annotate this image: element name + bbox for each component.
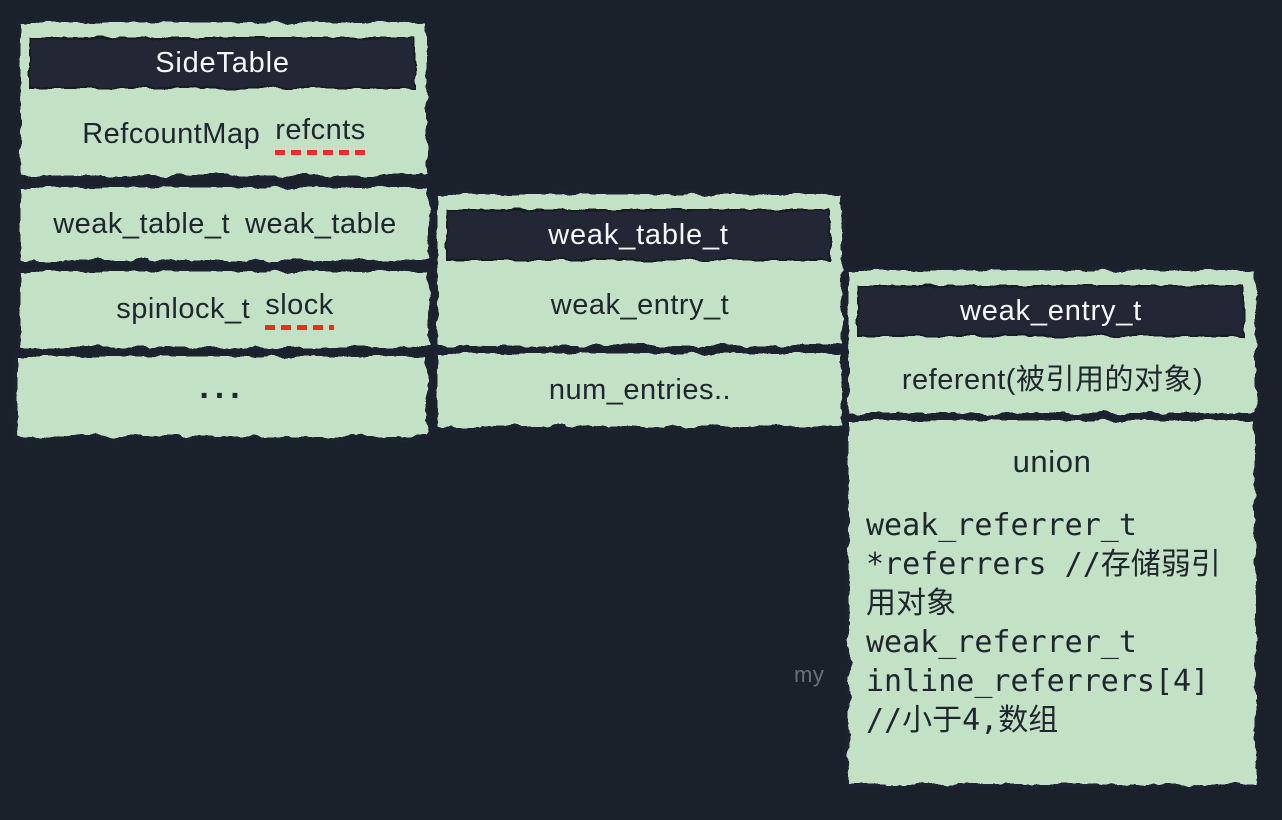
refcounts-row: RefcountMap refcnts xyxy=(24,92,424,176)
weak-table-box: weak_table_t weak_entry_t xyxy=(435,192,845,348)
weak-entry-row: weak_entry_t xyxy=(441,264,839,346)
num-entries-box: num_entries.. xyxy=(435,351,845,429)
ellipsis-label: ... xyxy=(199,368,246,406)
weak-entry-header: weak_entry_t xyxy=(857,285,1245,337)
sidetable-header: SideTable xyxy=(29,37,416,89)
union-box: union weak_referrer_t *referrers //存储弱引 … xyxy=(846,418,1258,787)
union-code: weak_referrer_t *referrers //存储弱引 用对象 we… xyxy=(866,508,1221,738)
spinlock-type-label: spinlock_t xyxy=(116,293,251,325)
sidetable-box: SideTable RefcountMap refcnts xyxy=(18,20,430,178)
num-entries-label: num_entries.. xyxy=(548,373,732,406)
referent-row: referent(被引用的对象) xyxy=(852,340,1253,414)
refcounts-field-label: refcnts xyxy=(275,113,366,155)
union-title: union xyxy=(1012,444,1092,479)
union-box-bg xyxy=(846,418,1258,787)
weak-entry-box: weak_entry_t referent(被引用的对象) xyxy=(846,268,1259,416)
spinlock-box-bg xyxy=(18,269,432,350)
weak-entry-title: weak_entry_t xyxy=(959,294,1143,327)
spinlock-box: spinlock_t slock xyxy=(18,269,432,350)
weak-table-header-bg xyxy=(446,209,831,261)
weak-entry-row-label: weak_entry_t xyxy=(550,288,730,321)
ellipsis-box-bg xyxy=(15,354,430,439)
weak-table-field-box-bg xyxy=(18,185,432,263)
num-entries-box-bg xyxy=(435,351,845,429)
refcounts-type-label: RefcountMap xyxy=(82,117,261,150)
num-entries-row: num_entries.. xyxy=(441,351,839,429)
weak-table-field-box: weak_table_t weak_table xyxy=(18,185,432,263)
ellipsis-box: ... xyxy=(15,354,430,439)
weak-table-field-row: weak_table_t weak_table xyxy=(24,185,426,263)
weak-entry-header-bg xyxy=(857,285,1245,337)
sidetable-header-bg xyxy=(29,37,416,89)
spinlock-field-label: slock xyxy=(265,289,334,330)
weak-table-type-label: weak_table_t xyxy=(53,207,231,240)
weak-table-title: weak_table_t xyxy=(548,218,729,251)
weak-table-header: weak_table_t xyxy=(446,209,831,261)
sidetable-title: SideTable xyxy=(155,46,290,79)
watermark: my xyxy=(794,662,825,687)
spinlock-row: spinlock_t slock xyxy=(24,269,426,350)
referent-label: referent(被引用的对象) xyxy=(901,364,1204,396)
ellipsis-row: ... xyxy=(21,354,424,439)
weak-table-field-label: weak_table xyxy=(245,207,397,240)
